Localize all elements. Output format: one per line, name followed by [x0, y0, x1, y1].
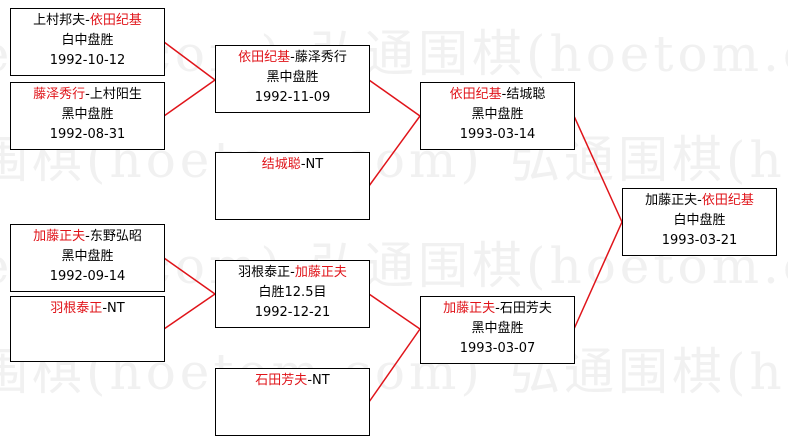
match-date: 1992-10-12: [49, 53, 126, 68]
vs-dash: -: [290, 50, 295, 65]
match-date: 1993-03-14: [459, 127, 536, 142]
player-name: 石田芳夫: [499, 301, 552, 316]
result-text: 黑中盘胜: [471, 107, 524, 122]
vs-dash: -: [501, 87, 507, 102]
vs-dash: -: [290, 265, 295, 280]
bracket-connector: [573, 115, 623, 223]
players-line: 羽根泰正-NT: [11, 299, 164, 319]
players-line: 上村邦夫-依田纪基: [11, 11, 164, 31]
players-line: 加藤正夫-东野弘昭: [11, 227, 164, 247]
match-box: 羽根泰正-加藤正夫白胜12.5目 1992-12-21: [215, 260, 370, 328]
vs-dash: -: [307, 373, 313, 388]
bracket-connector: [368, 115, 421, 187]
winner-name: 藤泽秀行: [33, 87, 86, 102]
winner-name: 依田纪基: [701, 193, 754, 208]
vs-dash: -: [697, 193, 702, 208]
bracket-connector: [163, 79, 216, 117]
player-name: 上村邦夫: [33, 13, 86, 28]
match-date: 1992-11-09: [254, 90, 331, 105]
match-box: 加藤正夫-石田芳夫黑中盘胜 1993-03-07: [420, 296, 575, 364]
vs-dash: -: [85, 87, 90, 102]
match-box: 依田纪基-结城聪黑中盘胜 1993-03-14: [420, 82, 575, 150]
bracket-connector: [368, 79, 421, 117]
match-date: 1993-03-21: [661, 233, 738, 248]
players-line: 加藤正夫-依田纪基: [623, 191, 776, 211]
players-line: 藤泽秀行-上村阳生: [11, 85, 164, 105]
winner-name: 结城聪: [261, 157, 301, 172]
vs-dash: -: [85, 229, 90, 244]
match-box: 依田纪基-藤泽秀行黑中盘胜 1992-11-09: [215, 45, 370, 113]
result-text: 黑中盘胜: [471, 321, 524, 336]
bracket-connector: [368, 328, 421, 403]
result-text: 白中盘胜: [61, 33, 114, 48]
result-text: 黑中盘胜: [61, 249, 114, 264]
match-date: 1993-03-07: [459, 341, 536, 356]
match-box: 加藤正夫-依田纪基白中盘胜 1993-03-21: [622, 188, 777, 256]
player-name: 加藤正夫: [645, 193, 698, 208]
match-box: 结城聪-NT: [215, 152, 370, 220]
bracket-connector: [163, 41, 216, 81]
vs-dash: -: [85, 13, 90, 28]
winner-name: 依田纪基: [449, 87, 502, 102]
player-name: 藤泽秀行: [294, 50, 347, 65]
vs-dash: -: [300, 157, 306, 172]
match-box: 加藤正夫-东野弘昭黑中盘胜 1992-09-14: [10, 224, 165, 292]
winner-name: 依田纪基: [238, 50, 291, 65]
player-name: NT: [312, 373, 330, 388]
bracket-connector: [573, 221, 623, 330]
match-date: 1992-09-14: [49, 269, 126, 284]
match-box: 石田芳夫-NT: [215, 368, 370, 436]
match-box: 藤泽秀行-上村阳生黑中盘胜 1992-08-31: [10, 82, 165, 150]
players-line: 依田纪基-结城聪: [421, 85, 574, 105]
player-name: 东野弘昭: [89, 229, 142, 244]
player-name: 上村阳生: [89, 87, 142, 102]
players-line: 依田纪基-藤泽秀行: [216, 48, 369, 68]
winner-name: 羽根泰正: [50, 301, 103, 316]
result-text: 白中盘胜: [673, 213, 726, 228]
vs-dash: -: [495, 301, 500, 316]
players-line: 结城聪-NT: [216, 155, 369, 175]
player-name: 羽根泰正: [238, 265, 291, 280]
bracket-connector: [163, 293, 216, 330]
player-name: NT: [107, 301, 125, 316]
bracket-connector: [163, 257, 216, 295]
match-date: 1992-08-31: [49, 127, 126, 142]
player-name: NT: [305, 157, 324, 172]
players-line: 加藤正夫-石田芳夫: [421, 299, 574, 319]
winner-name: 加藤正夫: [33, 229, 86, 244]
vs-dash: -: [102, 301, 108, 316]
bracket-connector: [368, 293, 421, 330]
players-line: 羽根泰正-加藤正夫: [216, 263, 369, 283]
player-name: 结城聪: [506, 87, 546, 102]
match-date: 1992-12-21: [254, 305, 331, 320]
result-text: 黑中盘胜: [266, 70, 319, 85]
result-text: 白胜12.5目: [258, 285, 327, 300]
match-box: 羽根泰正-NT: [10, 296, 165, 362]
players-line: 石田芳夫-NT: [216, 371, 369, 391]
result-text: 黑中盘胜: [61, 107, 114, 122]
winner-name: 依田纪基: [89, 13, 142, 28]
winner-name: 加藤正夫: [294, 265, 347, 280]
winner-name: 加藤正夫: [443, 301, 496, 316]
winner-name: 石田芳夫: [255, 373, 308, 388]
match-box: 上村邦夫-依田纪基白中盘胜 1992-10-12: [10, 8, 165, 76]
